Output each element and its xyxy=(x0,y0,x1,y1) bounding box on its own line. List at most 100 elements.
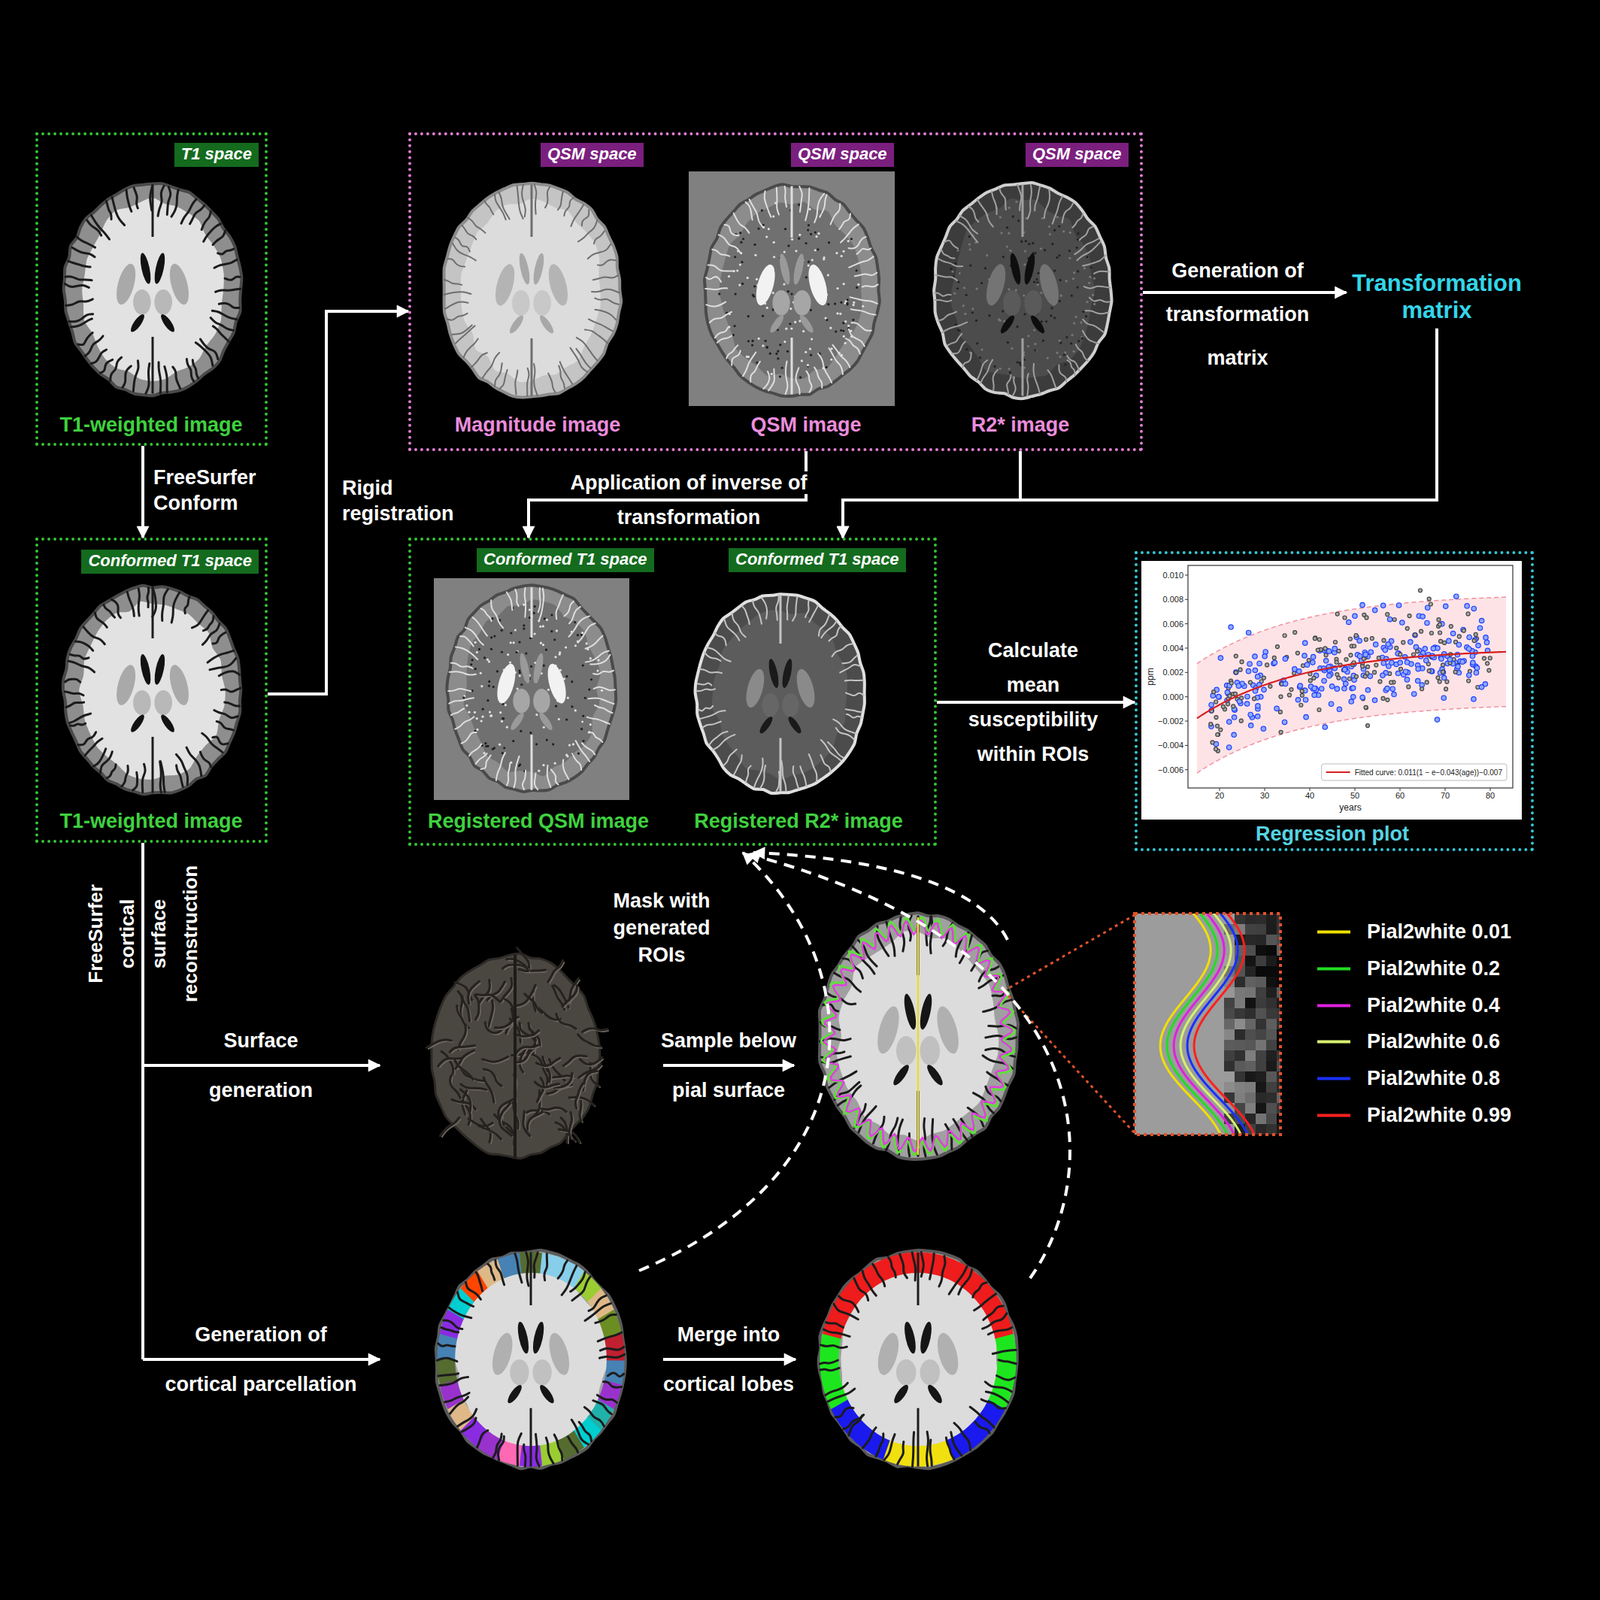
ventricle xyxy=(767,313,786,335)
data-point xyxy=(1363,651,1368,657)
voxel xyxy=(1245,976,1256,988)
sulcus xyxy=(172,366,181,389)
texture-speck xyxy=(786,350,789,353)
texture-speck xyxy=(772,215,775,218)
texture-speck xyxy=(524,651,528,655)
sulcus xyxy=(597,1332,622,1342)
data-point xyxy=(1400,620,1405,625)
sulcus xyxy=(127,591,134,616)
texture-speck xyxy=(1093,303,1096,306)
texture-speck xyxy=(487,680,491,683)
tick-mark xyxy=(1184,623,1188,625)
sulcus xyxy=(498,192,510,220)
texture-speck xyxy=(835,251,838,255)
sulcus xyxy=(186,358,194,382)
sulcus xyxy=(461,732,477,744)
sulcus xyxy=(568,615,590,637)
texture-speck xyxy=(1076,232,1079,235)
voxel xyxy=(1266,1029,1277,1040)
sulcus xyxy=(954,1423,971,1451)
sulcus xyxy=(66,702,85,707)
sulcus xyxy=(595,1314,617,1323)
voxel xyxy=(1245,1092,1256,1104)
texture-speck xyxy=(804,351,807,354)
thalamus xyxy=(133,289,152,316)
sulcus xyxy=(76,236,95,248)
sulcus xyxy=(158,362,161,394)
data-point xyxy=(1303,640,1308,646)
voxel xyxy=(1234,997,1246,1009)
sulcus xyxy=(1044,189,1050,219)
texture-speck xyxy=(553,638,556,641)
texture-speck xyxy=(814,230,817,234)
data-point xyxy=(1420,687,1425,691)
sulcus xyxy=(190,205,205,225)
thalamus xyxy=(533,688,550,714)
sulcus xyxy=(828,626,842,642)
texture-speck xyxy=(1087,281,1091,285)
data-point xyxy=(1212,690,1216,694)
data-point xyxy=(1218,655,1223,661)
data-point xyxy=(1293,630,1297,635)
sulcus xyxy=(578,220,597,243)
texture-speck xyxy=(1041,217,1044,220)
texture-speck xyxy=(968,242,971,246)
thalamus xyxy=(920,1036,940,1066)
registered-r2star-image xyxy=(695,593,865,794)
sulcus xyxy=(1077,241,1101,261)
texture-speck xyxy=(809,347,812,350)
voxel xyxy=(1255,1029,1267,1040)
ventricle xyxy=(1028,313,1047,336)
data-point xyxy=(1248,723,1254,728)
texture-speck xyxy=(736,269,739,272)
data-point xyxy=(1297,683,1303,688)
sulcus xyxy=(460,1089,471,1113)
voxel xyxy=(1224,1060,1235,1072)
data-point xyxy=(1260,726,1266,731)
data-point xyxy=(1344,657,1349,662)
sulcus xyxy=(214,710,238,719)
sulcus xyxy=(221,687,241,692)
texture-speck xyxy=(971,311,974,314)
sulcus xyxy=(536,1077,544,1102)
data-point xyxy=(1364,615,1369,620)
texture-speck xyxy=(761,344,764,347)
sulcus xyxy=(742,606,750,625)
data-point xyxy=(1450,630,1455,636)
sulcus xyxy=(998,1360,1017,1364)
sulcus xyxy=(991,190,997,215)
data-point xyxy=(1442,640,1447,645)
texture-speck xyxy=(764,339,767,343)
texture-speck xyxy=(734,292,737,295)
thalamus xyxy=(793,290,811,316)
data-point xyxy=(1403,669,1408,674)
sulcus xyxy=(78,732,97,746)
texture-speck xyxy=(1059,278,1062,282)
data-point xyxy=(1484,639,1489,645)
texture-speck xyxy=(787,290,790,293)
texture-speck xyxy=(950,267,953,270)
data-point xyxy=(1329,684,1334,689)
data-point xyxy=(1218,727,1223,732)
texture-speck xyxy=(518,674,522,677)
data-point xyxy=(1374,663,1379,667)
texture-speck xyxy=(997,318,1000,321)
voxel xyxy=(1245,955,1256,967)
data-point xyxy=(1448,624,1453,629)
sulcus xyxy=(457,1292,474,1307)
sulci xyxy=(819,1252,1016,1467)
sulcus xyxy=(820,754,831,772)
sulcus xyxy=(572,1276,591,1301)
flow-arrow xyxy=(663,1063,794,1067)
panel-caption: Magnitude image xyxy=(454,413,622,437)
texture-speck xyxy=(535,742,538,746)
voxel xyxy=(1224,1050,1235,1061)
thalamus xyxy=(896,1359,916,1386)
texture-speck xyxy=(566,754,569,758)
sulcus xyxy=(706,302,726,307)
data-point xyxy=(1405,626,1410,631)
texture-speck xyxy=(542,643,545,646)
data-point xyxy=(1412,691,1417,697)
data-point xyxy=(1439,656,1444,661)
